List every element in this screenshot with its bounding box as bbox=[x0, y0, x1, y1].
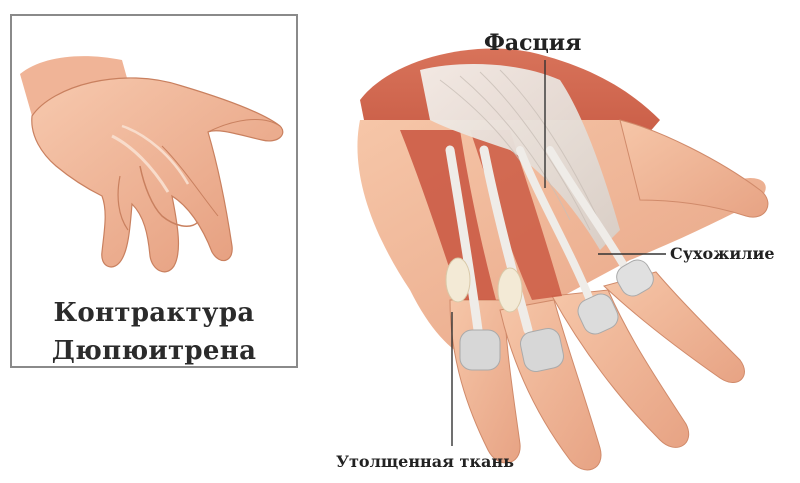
tendon-label: Сухожилие bbox=[670, 244, 775, 263]
thickened-tissue-label: Утолщенная ткань bbox=[336, 452, 514, 471]
fascia-label: Фасция bbox=[484, 30, 581, 56]
